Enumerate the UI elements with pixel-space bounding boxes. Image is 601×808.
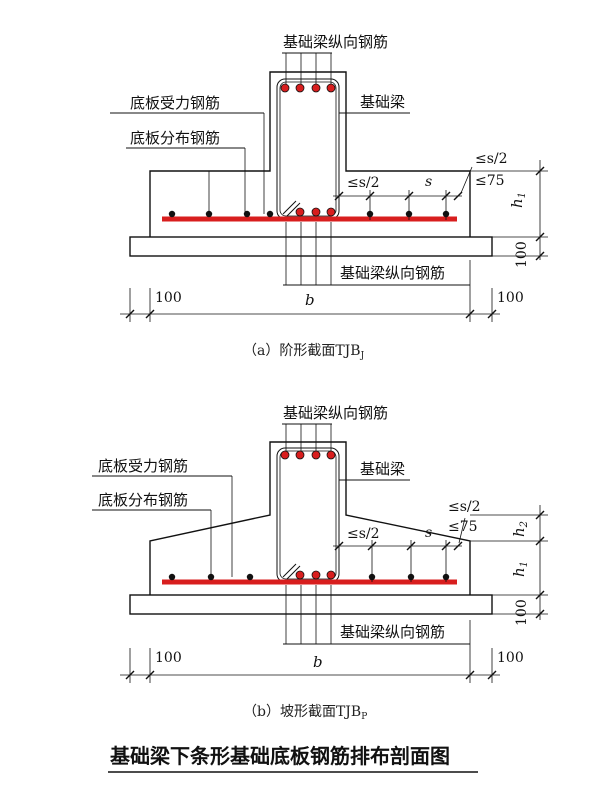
diagram-b-slope-section: 基础梁纵向钢筋 基础梁 底板受力钢筋 底板分布钢筋 ≤s/2 s ≤s/2 ≤7…	[92, 404, 548, 722]
dim-s-half-left: ≤s/2	[347, 526, 380, 542]
dim-s-half-right: ≤s/2	[475, 151, 508, 167]
distribution-bar	[246, 573, 254, 581]
diagram-a-step-section: 基础梁纵向钢筋 基础梁 底板受力钢筋 底板分布钢筋 ≤s/2 s ≤s/2 ≤7…	[110, 33, 548, 361]
dim-b: b	[313, 653, 323, 671]
distribution-bar	[168, 573, 176, 581]
beam-bottom-bar	[295, 570, 305, 580]
caption-a: （a）阶形截面TJBJ	[243, 343, 365, 361]
beam-top-bar	[326, 450, 336, 460]
beam-top-bar	[311, 83, 321, 93]
beam-stirrup	[276, 78, 340, 220]
caption-b: （b）坡形截面TJBP	[243, 704, 367, 722]
beam-top-bar	[326, 83, 336, 93]
dim-100-right: 100	[497, 650, 524, 666]
dim-100-vertical: 100	[514, 241, 530, 268]
beam-bottom-bar	[295, 207, 305, 217]
beam-bottom-bar	[311, 207, 321, 217]
label-slab-dist-rebar: 底板分布钢筋	[130, 129, 220, 147]
label-beam-longitudinal-top: 基础梁纵向钢筋	[283, 33, 388, 51]
beam-top-bar	[295, 83, 305, 93]
distribution-bar	[168, 210, 176, 218]
beam-bottom-bar	[326, 207, 336, 217]
dim-h2: h2	[510, 521, 530, 537]
dim-75: ≤75	[475, 173, 505, 189]
label-slab-main-rebar: 底板受力钢筋	[98, 457, 188, 475]
dim-s: s	[425, 525, 432, 541]
dim-s-half-left: ≤s/2	[347, 175, 380, 191]
beam-top-bar	[295, 450, 305, 460]
beam-top-bar	[280, 83, 290, 93]
dim-h1: h1	[508, 192, 528, 208]
label-foundation-beam: 基础梁	[360, 460, 405, 478]
beam-top-bar	[311, 450, 321, 460]
dim-b: b	[305, 291, 315, 309]
page-title: 基础梁下条形基础底板钢筋排布剖面图	[110, 744, 450, 768]
blinding-layer	[129, 236, 493, 257]
dim-100-vertical: 100	[514, 599, 530, 626]
beam-top-bar	[280, 450, 290, 460]
beam-bottom-bar	[326, 570, 336, 580]
dim-100-right: 100	[497, 290, 524, 306]
dim-100-left: 100	[155, 290, 182, 306]
label-foundation-beam: 基础梁	[360, 93, 405, 111]
label-slab-dist-rebar: 底板分布钢筋	[98, 491, 188, 509]
distribution-bar	[266, 210, 274, 218]
label-beam-longitudinal-bottom: 基础梁纵向钢筋	[340, 623, 445, 641]
dim-100-left: 100	[155, 650, 182, 666]
label-slab-main-rebar: 底板受力钢筋	[130, 94, 220, 112]
footing-outline	[149, 71, 471, 237]
label-beam-longitudinal-top: 基础梁纵向钢筋	[283, 404, 388, 422]
dim-s-half-right: ≤s/2	[448, 499, 481, 515]
dim-s: s	[425, 174, 432, 190]
footing-outline	[149, 441, 471, 595]
blinding-layer	[129, 594, 493, 615]
beam-stirrup	[276, 447, 340, 583]
label-beam-longitudinal-bottom: 基础梁纵向钢筋	[340, 264, 445, 282]
beam-bottom-bar	[311, 570, 321, 580]
dim-h1: h1	[510, 561, 530, 577]
